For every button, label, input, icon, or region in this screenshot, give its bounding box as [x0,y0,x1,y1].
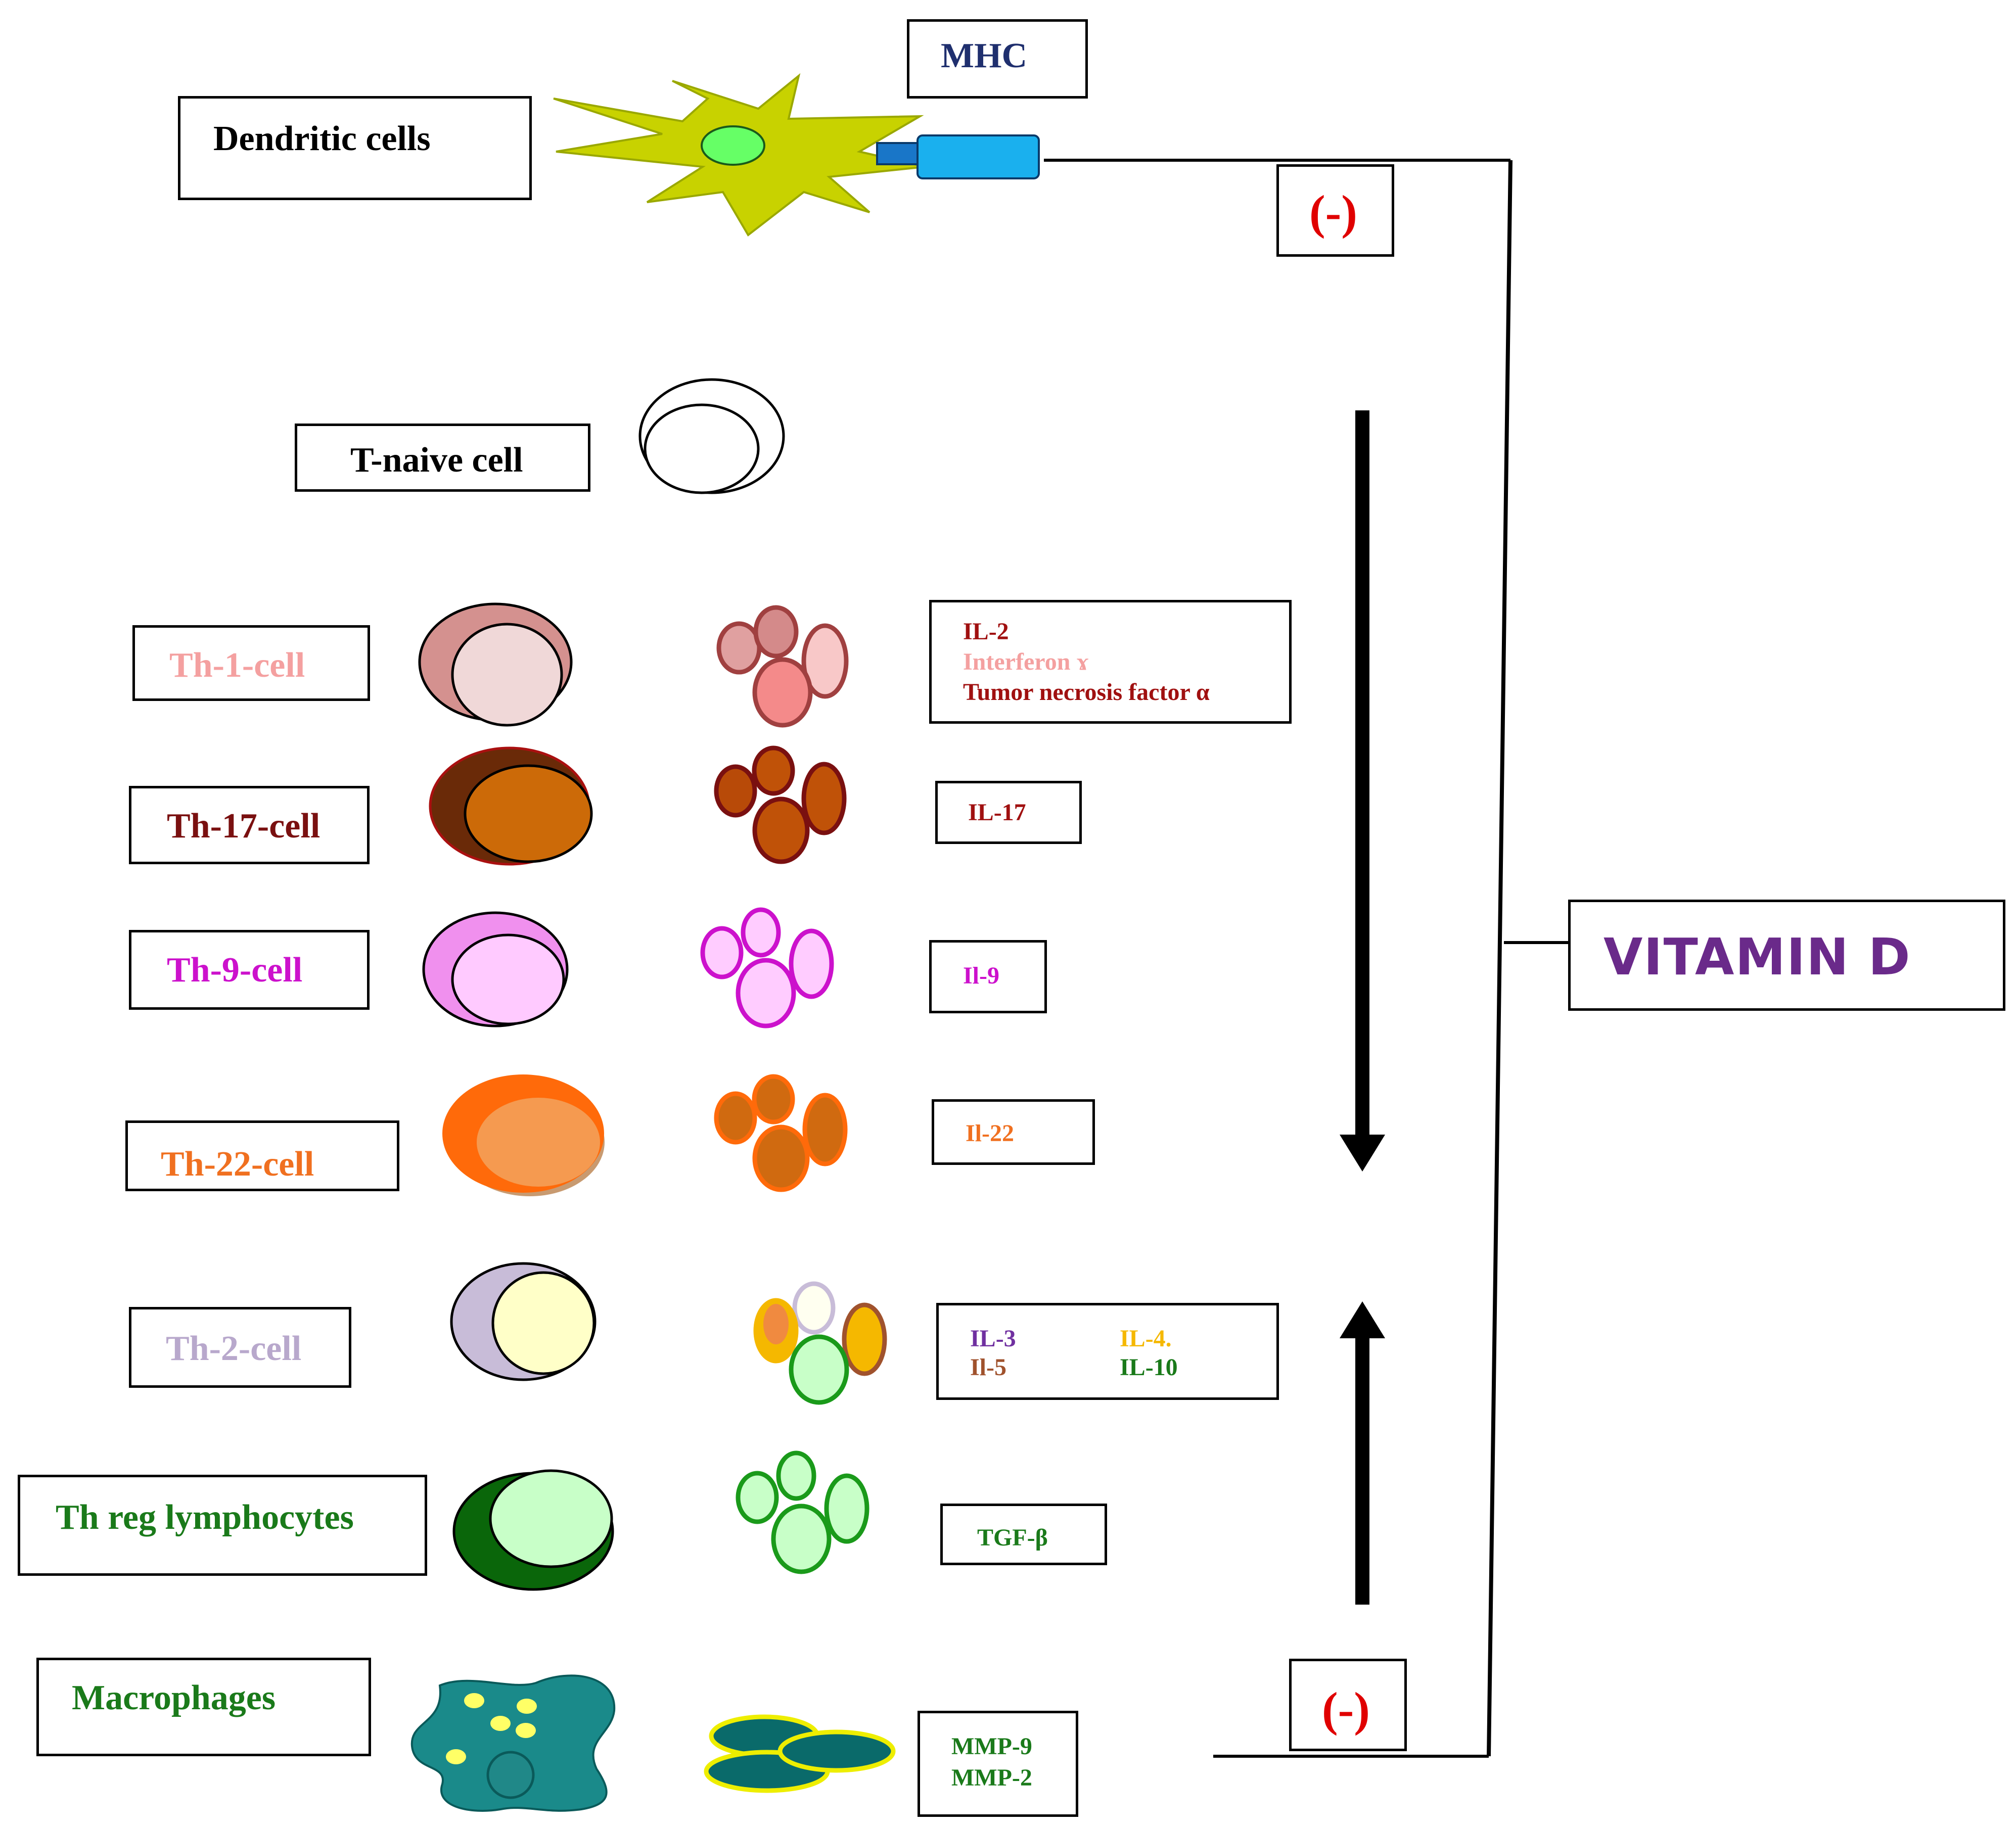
mhc-receptor-icon [876,134,1040,179]
th22-secretion-icon [714,1074,848,1192]
th9-secretion-icon [700,907,834,1028]
th9-cytokine-box: Il-9 [929,940,1047,1013]
macrophage-icon [410,1674,616,1812]
differentiation-arrows [1340,410,1385,1605]
th1-cell-label: Th-1-cell [132,625,370,701]
th-reg-secretion-icon [736,1450,869,1574]
t-naive-cell-icon [638,378,785,494]
th22-cell-icon [442,1074,605,1196]
vitamin-d-connector-lines [1043,159,1572,1758]
dendritic-cell-icon [553,73,926,237]
macrophages-label: Macrophages [36,1658,371,1756]
th1-secretion-icon [716,605,849,728]
th22-cell-label: Th-22-cell [125,1120,399,1191]
macrophage-secretion-icon [704,1714,896,1793]
minus-bottom-label: (-) [1289,1659,1407,1751]
th22-cytokine-box: Il-22 [932,1099,1095,1165]
th2-cell-icon [450,1262,597,1381]
macrophage-mmp-box: MMP-9 MMP-2 [918,1711,1078,1817]
th17-cell-icon [429,746,593,866]
dendritic-cells-label: Dendritic cells [178,96,532,200]
th1-cell-icon [418,602,573,727]
th-reg-cell-icon [452,1469,614,1591]
minus-top-label: (-) [1276,164,1394,257]
th17-cytokine-box: IL-17 [935,781,1082,844]
mhc-label: MHC [907,19,1088,99]
th2-cell-label: Th-2-cell [129,1307,351,1388]
t-naive-cell-label: T-naive cell [295,424,590,492]
th9-cell-label: Th-9-cell [129,930,370,1010]
th1-cytokines-box: IL-2 Interferon ɤ Tumor necrosis factor … [929,600,1292,724]
th17-cell-label: Th-17-cell [129,786,370,864]
th2-cytokines-box: IL-3 IL-4. Il-5 IL-10 [936,1303,1279,1400]
vitamin-d-label: VITAMIN D [1568,900,2005,1011]
th2-secretion-icon [753,1281,887,1405]
th9-cell-icon [422,911,569,1027]
th17-secretion-icon [714,745,847,864]
th-reg-lymphocytes-label: Th reg lymphocytes [18,1475,427,1576]
th-reg-cytokine-box: TGF-β [940,1504,1107,1565]
